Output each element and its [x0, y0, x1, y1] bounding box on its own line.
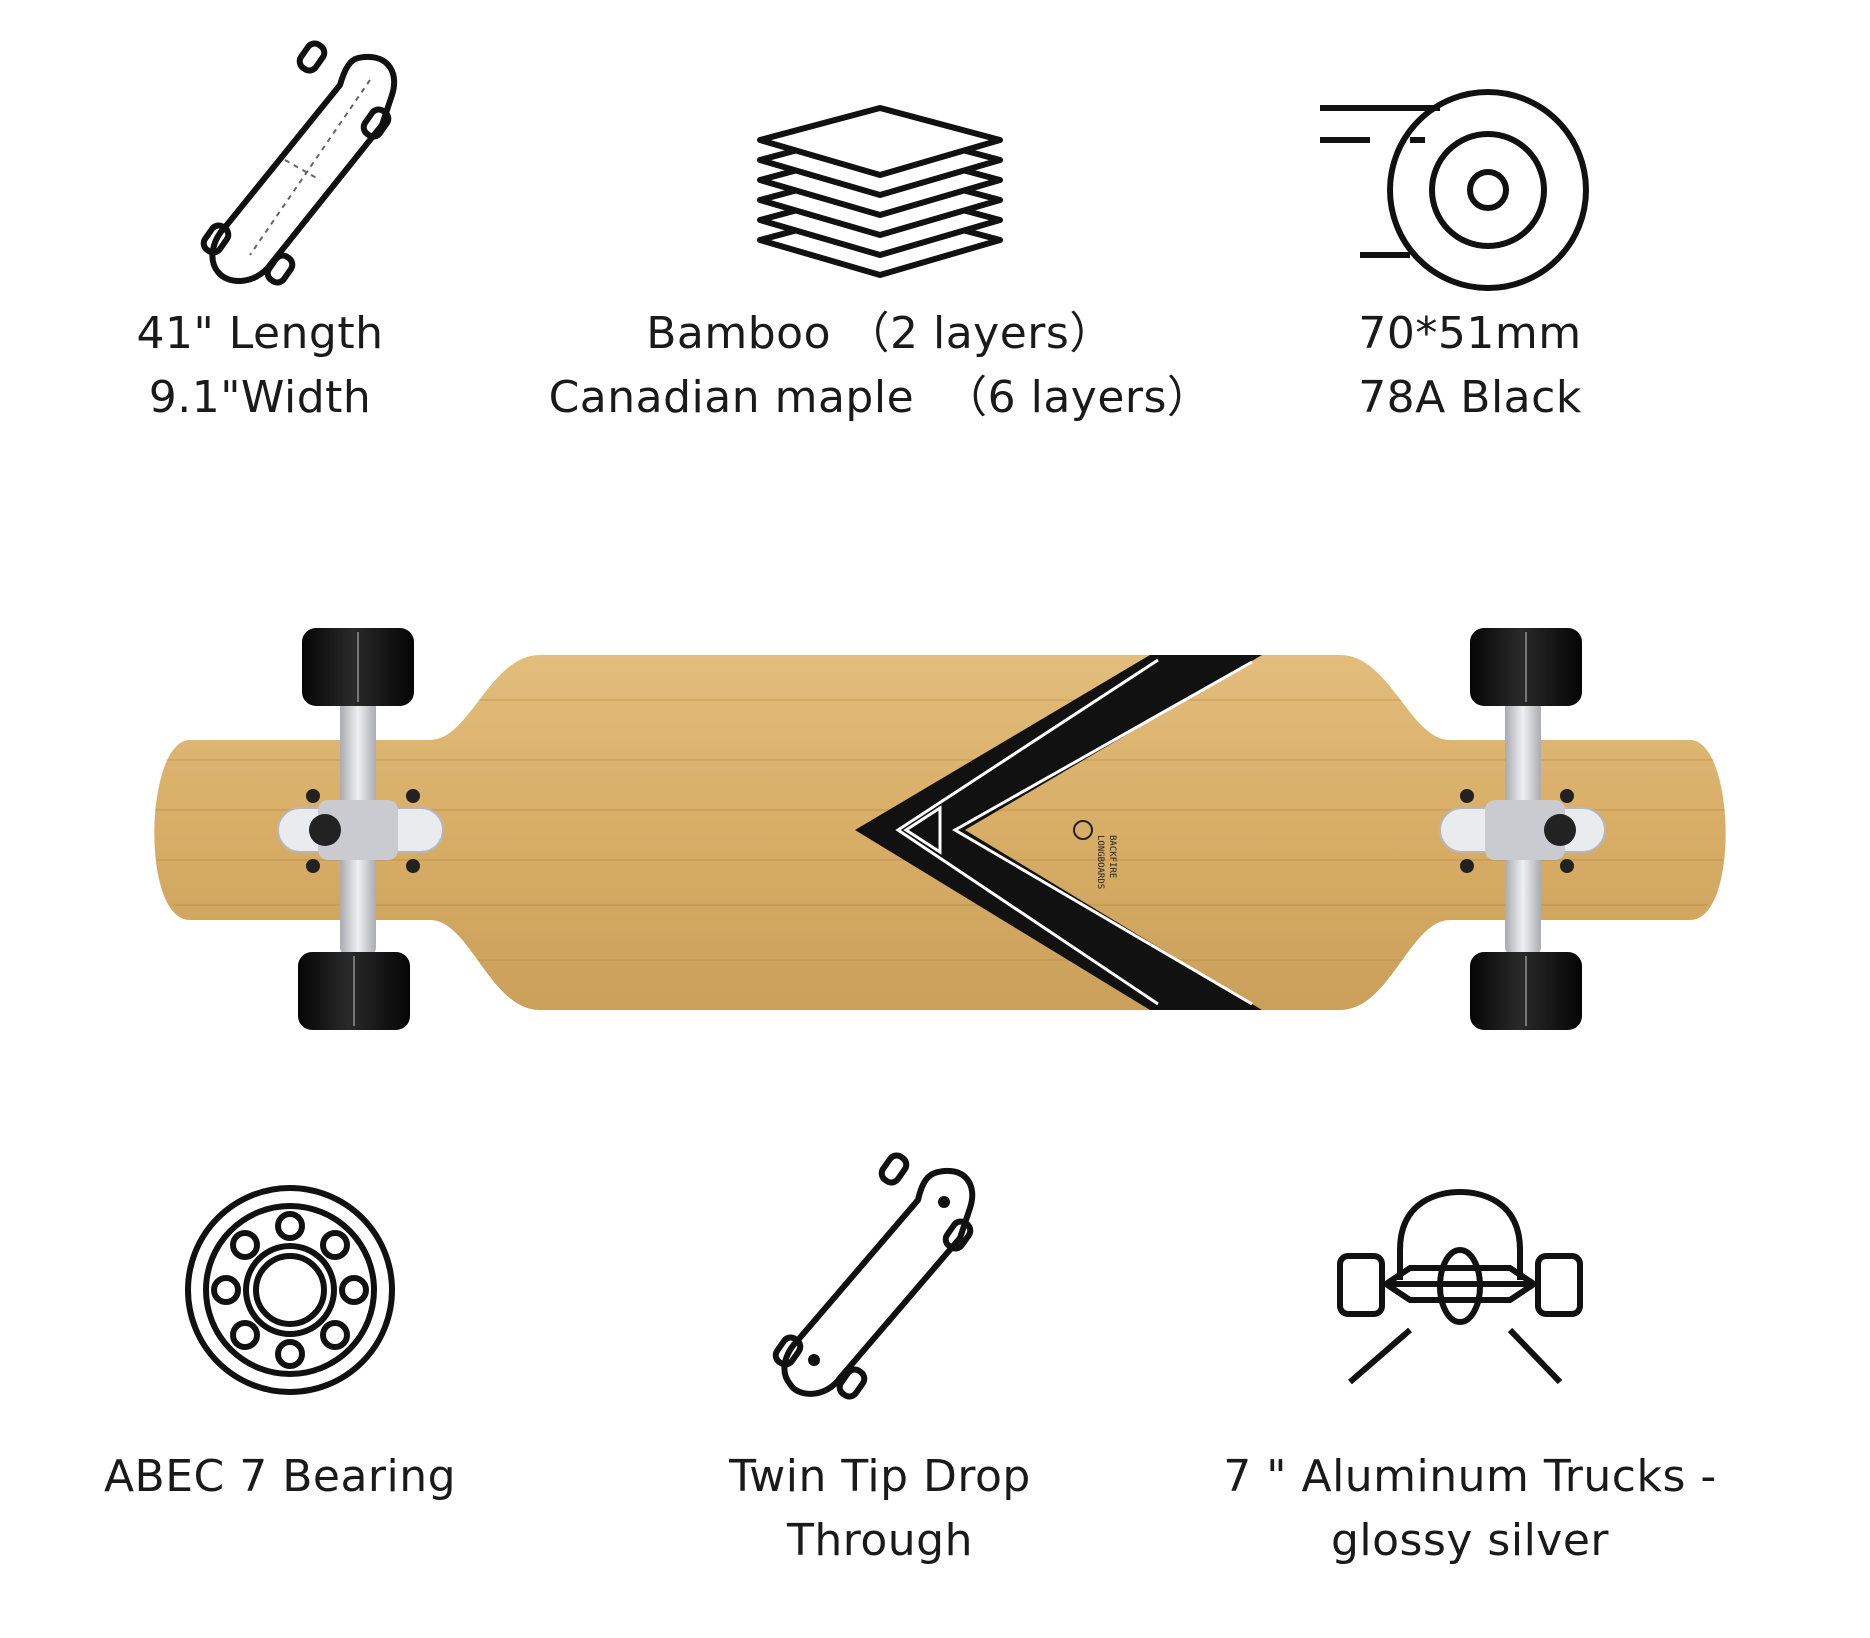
drop-through-caption-line-1: Twin Tip Drop	[729, 1451, 1031, 1502]
width-caption-line-2: 9.1"Width	[148, 372, 372, 423]
right-truck	[1439, 700, 1606, 955]
longboard-length-icon	[200, 40, 398, 286]
feature-wheels: 70*51mm 78A Black	[1300, 40, 1640, 440]
right-rear-wheel	[1470, 952, 1582, 1030]
left-front-wheel	[302, 628, 414, 706]
deck: LONGBOARDS BACKFIRE	[154, 655, 1726, 1010]
drop-through-caption-line-2: Through	[786, 1515, 973, 1566]
brand-logo: LONGBOARDS BACKFIRE	[1073, 820, 1117, 889]
wheel-size-caption-line-1: 70*51mm	[1358, 308, 1582, 359]
feature-layers: Bamboo （2 layers） Canadian maple （6 laye…	[540, 40, 1220, 440]
feature-drop-through: Twin Tip Drop Through	[700, 1150, 1060, 1580]
left-rear-wheel	[298, 952, 410, 1030]
feature-length: 41" Length 9.1"Width	[100, 40, 420, 440]
wheel-icon	[1320, 89, 1589, 291]
length-caption-line-1: 41" Length	[136, 308, 384, 359]
maple-caption-line-2: Canadian maple （6 layers）	[548, 372, 1212, 423]
feature-bearing: ABEC 7 Bearing	[80, 1160, 480, 1580]
right-front-wheel	[1470, 628, 1582, 706]
wheel-hardness-caption-line-2: 78A Black	[1358, 372, 1582, 423]
trucks-caption-line-1: 7 " Aluminum Trucks -	[1223, 1451, 1717, 1502]
bamboo-caption-line-1: Bamboo （2 layers）	[646, 308, 1114, 359]
logo-text-2: BACKFIRE	[1107, 835, 1117, 878]
trucks-caption-line-2: glossy silver	[1330, 1515, 1610, 1566]
truck-icon	[1337, 1189, 1583, 1385]
left-truck	[277, 700, 444, 955]
layers-icon	[757, 105, 1003, 278]
logo-text-1: LONGBOARDS	[1095, 835, 1105, 889]
bearing-caption: ABEC 7 Bearing	[103, 1451, 457, 1502]
longboard-drop-through-icon	[772, 1152, 976, 1400]
bearing-icon	[185, 1185, 395, 1395]
feature-trucks: 7 " Aluminum Trucks - glossy silver	[1200, 1160, 1740, 1580]
